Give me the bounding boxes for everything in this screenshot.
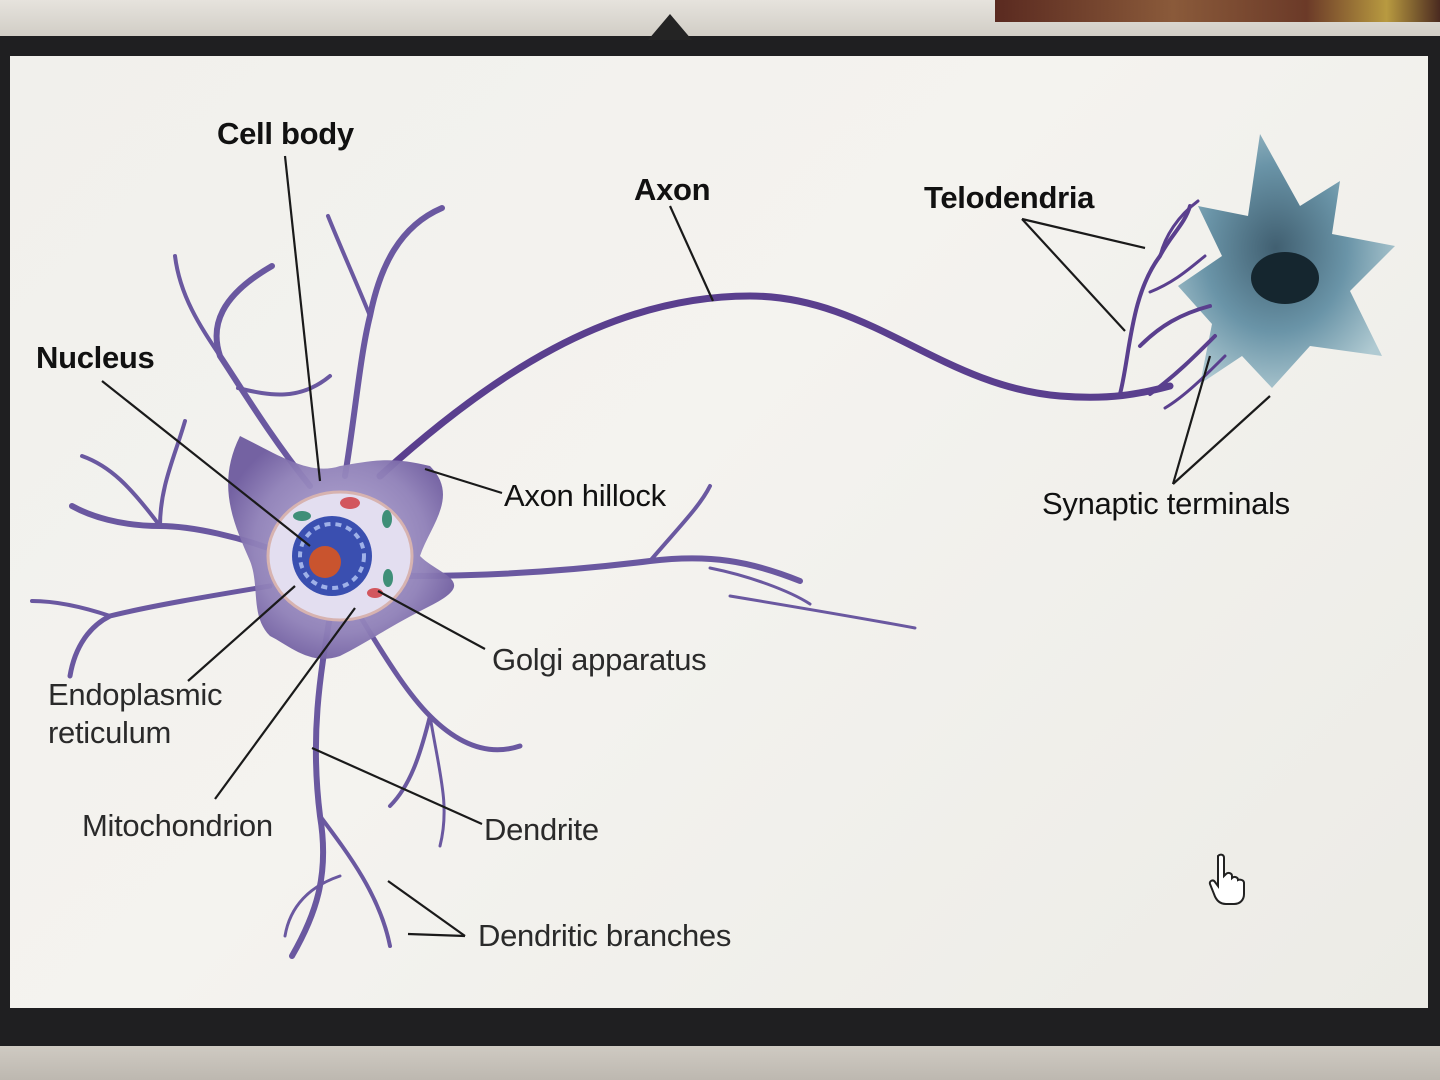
neuron-diagram: Cell body Axon Telodendria Nucleus Axon … xyxy=(10,56,1428,1008)
label-nucleus: Nucleus xyxy=(36,340,155,375)
background-bottom xyxy=(0,1046,1440,1080)
target-cell xyxy=(1178,134,1395,388)
leader-lines xyxy=(101,155,1271,938)
label-axon-hillock: Axon hillock xyxy=(504,478,666,513)
cell-body xyxy=(228,436,455,659)
golgi-shape xyxy=(340,497,360,509)
label-dendritic-branches: Dendritic branches xyxy=(478,918,732,953)
nucleolus xyxy=(309,546,341,578)
label-golgi-apparatus: Golgi apparatus xyxy=(492,642,707,677)
label-dendrite: Dendrite xyxy=(484,812,599,847)
mitochondrion-shape xyxy=(293,511,311,521)
hand-pointer-icon xyxy=(1208,853,1245,905)
popover-caret xyxy=(648,14,692,40)
label-axon: Axon xyxy=(634,172,711,207)
axon xyxy=(376,199,1227,480)
neuron-illustration xyxy=(30,134,1395,959)
label-endoplasmic-reticulum: Endoplasmic reticulum xyxy=(48,677,223,750)
label-mitochondrion: Mitochondrion xyxy=(82,808,273,843)
label-telodendria: Telodendria xyxy=(924,180,1095,215)
label-cell-body: Cell body xyxy=(217,116,354,151)
target-cell-nucleus xyxy=(1251,252,1319,304)
thumbnail-image xyxy=(995,0,1440,22)
label-synaptic-terminals: Synaptic terminals xyxy=(1042,486,1290,521)
